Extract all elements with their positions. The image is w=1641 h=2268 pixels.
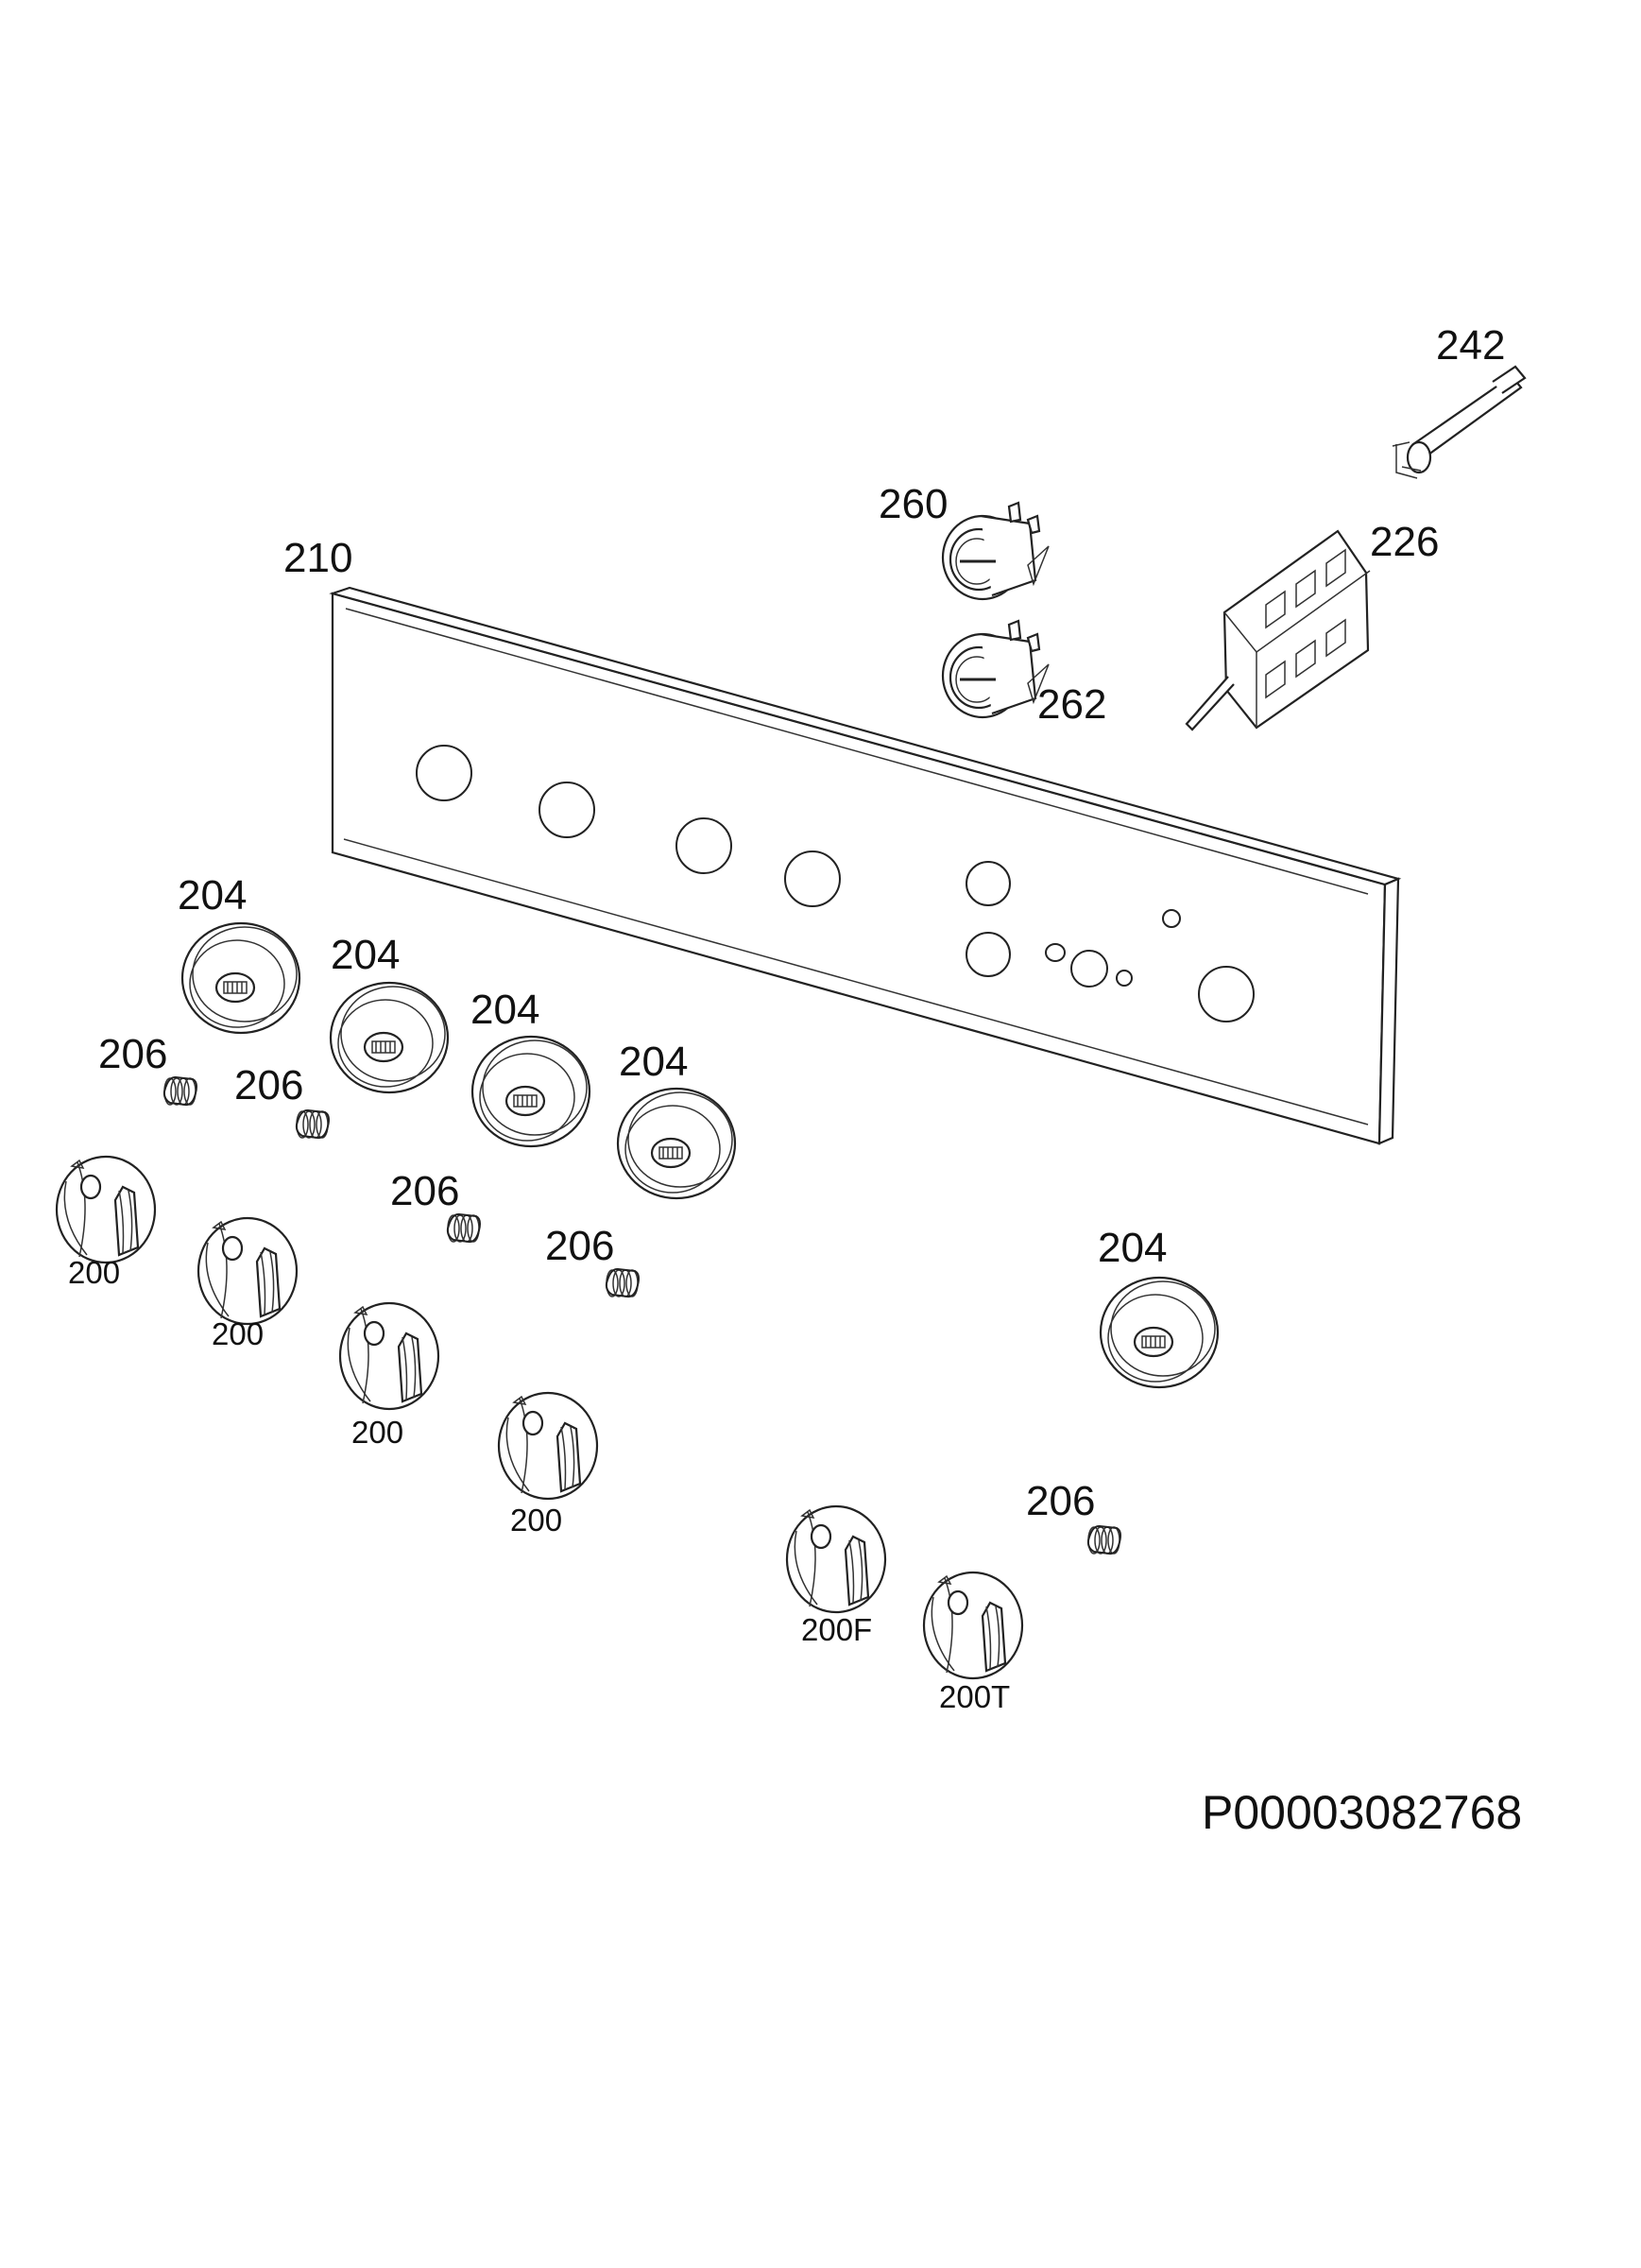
label-206: 206 bbox=[234, 1062, 303, 1108]
spring-206 bbox=[162, 1075, 197, 1107]
knob-200F bbox=[785, 1504, 887, 1614]
label-200T: 200T bbox=[939, 1679, 1010, 1714]
knob-200 bbox=[497, 1391, 599, 1501]
label-200: 200 bbox=[68, 1255, 120, 1290]
knob-200 bbox=[55, 1155, 157, 1264]
label-226: 226 bbox=[1370, 519, 1439, 565]
label-204: 204 bbox=[178, 872, 247, 919]
igniter-part bbox=[1392, 365, 1527, 479]
switch-260 bbox=[941, 501, 1051, 601]
label-206: 206 bbox=[1026, 1478, 1095, 1524]
ring-204 bbox=[329, 981, 450, 1094]
ring-204 bbox=[616, 1087, 737, 1200]
knob-200T bbox=[922, 1571, 1024, 1680]
label-242: 242 bbox=[1436, 322, 1505, 369]
ring-204 bbox=[1099, 1276, 1220, 1389]
panel-holes bbox=[416, 745, 1255, 1022]
label-210: 210 bbox=[283, 535, 352, 581]
label-206: 206 bbox=[98, 1031, 167, 1077]
label-260: 260 bbox=[879, 481, 948, 527]
ring-204 bbox=[180, 921, 301, 1035]
switch-262 bbox=[941, 619, 1051, 719]
ring-204 bbox=[470, 1035, 591, 1148]
document-code: P00003082768 bbox=[1202, 1786, 1522, 1839]
label-204: 204 bbox=[619, 1039, 688, 1085]
spring-206 bbox=[295, 1108, 330, 1140]
control-panel bbox=[329, 586, 1402, 1145]
label-200: 200 bbox=[351, 1415, 403, 1450]
module-226 bbox=[1185, 529, 1371, 731]
spring-206 bbox=[605, 1267, 640, 1298]
label-200: 200 bbox=[510, 1503, 562, 1538]
knob-200 bbox=[197, 1216, 299, 1326]
label-200: 200 bbox=[212, 1316, 264, 1351]
label-206: 206 bbox=[545, 1223, 614, 1269]
spring-206 bbox=[446, 1212, 481, 1244]
label-204: 204 bbox=[470, 987, 539, 1033]
knob-200 bbox=[338, 1301, 440, 1411]
label-204: 204 bbox=[331, 932, 400, 978]
label-262: 262 bbox=[1037, 681, 1106, 728]
label-200F: 200F bbox=[801, 1612, 872, 1647]
label-206: 206 bbox=[390, 1168, 459, 1214]
label-204: 204 bbox=[1098, 1225, 1167, 1271]
spring-206 bbox=[1086, 1524, 1121, 1555]
